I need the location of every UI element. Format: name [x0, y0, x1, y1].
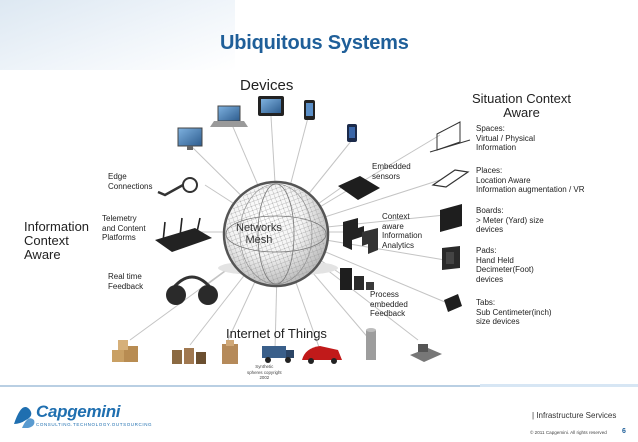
board-icon	[440, 204, 462, 232]
tab-icon	[444, 294, 462, 312]
car-icon	[302, 346, 342, 364]
label-realtime-feedback: Real time Feedback	[108, 272, 144, 291]
capgemini-tagline: CONSULTING.TECHNOLOGY.OUTSOURCING	[36, 422, 153, 427]
cylinder-tower-icon	[366, 328, 376, 360]
page-number: 6	[622, 428, 626, 435]
label-embedded-sensors: Embedded sensors	[372, 162, 411, 181]
label-edge-connections: Edge Connections	[108, 172, 153, 191]
label-devices: Devices	[240, 77, 294, 94]
truck-icon	[262, 346, 294, 363]
mobile-phone-icon	[347, 124, 357, 142]
label-context-aware-analytics: Context aware Information Analytics	[382, 212, 423, 250]
desktop-monitor-icon	[177, 127, 203, 150]
label-information-context-aware: Information Context Aware	[24, 219, 90, 262]
process-pieces-icon	[340, 268, 374, 290]
frame-space-icon	[429, 121, 471, 153]
smartphone-icon	[304, 100, 315, 120]
embedded-sensor-icon	[338, 176, 380, 200]
label-boards: Boards: > Meter (Yard) size devices	[476, 206, 544, 234]
label-telemetry: Telemetry and Content Platforms	[102, 214, 146, 242]
copyright-text: © 2011 Capgemini. All rights reserved	[530, 430, 607, 435]
capgemini-logo: Capgemini	[36, 402, 121, 421]
image-credit: Synthetic spheres copyright 2002	[247, 364, 282, 380]
label-places: Places: Location Aware Information augme…	[476, 166, 585, 194]
slide-title: Ubiquitous Systems	[220, 32, 409, 54]
laptop-icon	[210, 105, 248, 127]
equipment-icon	[410, 344, 442, 362]
tablet-device-icon	[258, 96, 284, 116]
footer-divider	[0, 385, 638, 387]
pad-icon	[442, 246, 460, 270]
capgemini-spade-icon	[14, 407, 35, 428]
headphones-icon	[166, 275, 218, 305]
footer-accent	[480, 384, 638, 387]
label-tabs: Tabs: Sub Centimeter(inch) size devices	[476, 298, 552, 326]
division-label: | Infrastructure Services	[532, 411, 617, 420]
boxes-icon	[112, 340, 138, 362]
flat-place-icon	[431, 169, 470, 188]
cable-connector-icon	[157, 177, 198, 197]
network-mesh-sphere	[218, 180, 338, 288]
label-networks-mesh: Networks Mesh	[236, 222, 282, 246]
label-process-feedback: Process embedded Feedback	[370, 290, 408, 318]
label-internet-of-things: Internet of Things	[226, 326, 327, 341]
products-icon	[172, 348, 206, 364]
label-spaces: Spaces: Virtual / Physical Information	[476, 124, 535, 152]
router-icon	[155, 217, 212, 252]
label-situation-context-aware: Situation Context Aware	[472, 91, 572, 120]
crates-icon	[222, 340, 238, 364]
puzzle-analytics-icon	[343, 218, 378, 254]
header-band	[0, 0, 235, 70]
label-pads: Pads: Hand Held Decimeter(Foot) devices	[476, 246, 534, 284]
